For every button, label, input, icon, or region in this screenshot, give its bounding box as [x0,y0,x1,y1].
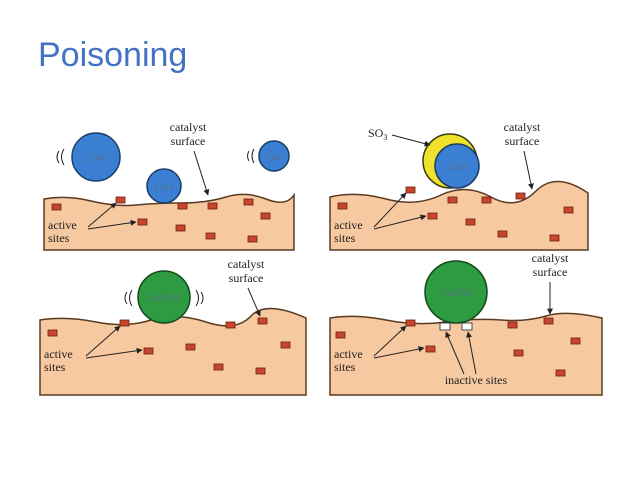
motion-lines [247,148,255,164]
caso4-particle [137,270,191,324]
active-site [447,196,458,204]
cao-particle [258,140,290,172]
active-site [549,234,560,242]
active-site [465,218,476,226]
active-site [337,202,348,210]
active-site [555,369,566,377]
catalyst-block [39,307,307,396]
active-site [425,345,436,353]
cao-particle-label: CaO [155,182,173,193]
active-site [481,196,492,204]
active-site [563,206,574,214]
cao-particle-label: CaO [87,153,105,164]
inactive-site [461,322,473,331]
active-site [137,218,148,226]
label-arrow [193,150,210,196]
active-site [570,337,581,345]
active-site [119,319,130,327]
active-site [335,331,346,339]
motion-lines [56,148,65,166]
active-site [260,212,271,220]
caso4-particle-label: CaSO4 [150,293,179,304]
label-arrow [85,325,121,357]
inactive-site [439,322,451,331]
active-site [515,192,526,200]
active-site [213,363,224,371]
label-arrow [87,202,117,228]
cao-particle [146,168,182,204]
label-arrow [247,287,261,317]
catalyst-block [329,180,589,251]
active-site [543,317,554,325]
label-arrow [466,331,477,375]
caso4-particle [424,260,488,324]
active-site [205,232,216,240]
active-site [507,321,518,329]
active-site [51,203,62,211]
active-site [143,347,154,355]
slide-title: Poisoning [38,36,188,74]
label-arrow [373,214,427,230]
label-arrow [87,219,137,230]
label-arrow [523,150,534,190]
active-site [280,341,291,349]
label-arrow [391,134,431,147]
cao-particle [434,143,480,189]
active-site [47,329,58,337]
active-site [225,321,236,329]
active-site [243,198,254,206]
active-site [405,319,416,327]
label-arrow [85,347,143,359]
inactive-sites-label: inactive sites [445,373,508,387]
label-arrow [373,325,407,357]
active-site [427,212,438,220]
active-site [513,349,524,357]
active-site [115,196,126,204]
active-site [177,202,188,210]
active-site [247,235,258,243]
label-arrow [373,346,425,359]
label-arrow [445,331,465,375]
cao-particle-label: CaO [265,152,283,163]
label-arrow [373,192,407,228]
caso4-particle-label: CaSO4 [442,288,471,299]
active-site [497,230,508,238]
active-site [185,343,196,351]
active-site [255,367,266,375]
active-site [405,186,416,194]
cao-particle [71,132,121,182]
so3-label: SO3 [368,126,387,142]
active-site [257,317,268,325]
motion-lines [124,289,204,307]
active-site [175,224,186,232]
cao-particle-label: CaO [448,162,466,173]
active-site [207,202,218,210]
